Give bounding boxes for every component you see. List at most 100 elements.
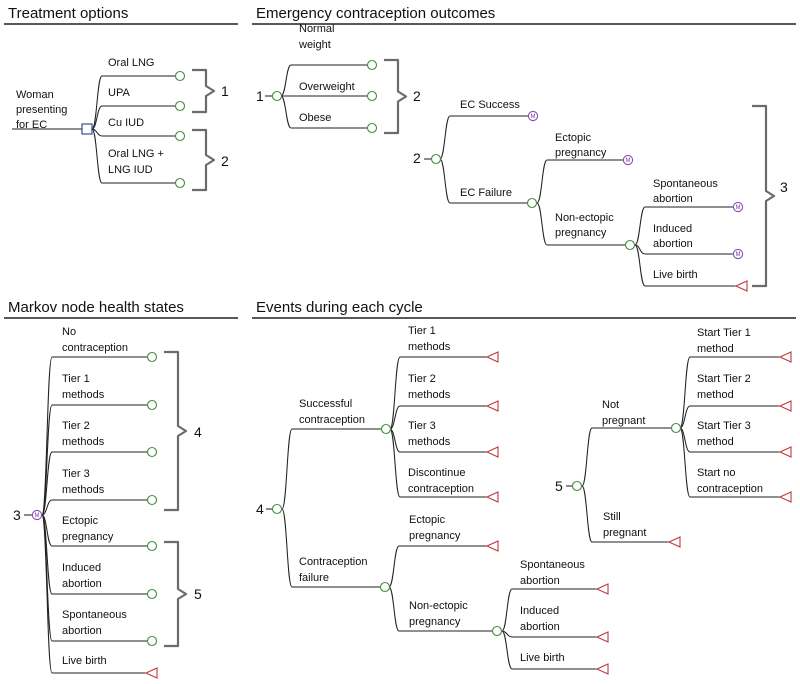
terminal-node-icon [595,631,609,643]
event-branch [281,428,382,510]
health-state-label: No [62,326,76,338]
markov-node-symbol: M [35,513,40,519]
contraception-failure-label: failure [299,572,329,584]
panel-title-events: Events during each cycle [256,299,423,316]
node-number-4: 4 [256,501,264,517]
treatment-branch [91,128,176,184]
failure-branch [536,159,623,204]
method-label: contraception [408,483,474,495]
pregnancy-outcome-branch [501,588,597,632]
terminal-node-icon [595,663,609,675]
markov-node-icon [31,509,43,521]
failure-branch [388,586,494,632]
bracket-number-4: 4 [194,424,202,440]
bracket-3 [752,104,776,288]
method-branch [389,405,487,430]
chance-node-icon [670,422,682,434]
health-state-branch [41,499,148,516]
root-label: Woman [16,89,54,101]
method-branch [389,356,487,430]
not-pregnant-label: Not [602,399,619,411]
pregnancy-outcome-label: abortion [520,621,560,633]
health-state-label: abortion [62,578,102,590]
chance-node-icon [146,446,158,458]
chance-node-icon [146,494,158,506]
chance-node-icon [146,588,158,600]
chance-node-icon [271,90,283,102]
chance-node-icon [174,100,186,112]
health-state-label: Spontaneous [62,609,127,621]
treatment-option-label: UPA [108,87,130,99]
event-branch [281,508,381,588]
health-state-label: methods [62,389,105,401]
method-branch [389,428,487,498]
terminal-node-icon [667,536,681,548]
health-state-label: Tier 3 [62,468,90,480]
chance-node-icon [174,177,186,189]
successful-contraception-label: Successful [299,398,352,410]
treatment-branch [91,75,176,130]
bracket-2 [192,128,216,192]
terminal-node-icon [595,583,609,595]
weight-branch [280,95,368,129]
failure-branch [388,545,487,588]
pregnancy-outcome-label: Live birth [520,652,565,664]
chance-node-icon [379,581,391,593]
health-state-label: pregnancy [62,531,114,543]
bracket-number-5: 5 [194,586,202,602]
method-label: Tier 2 [408,373,436,385]
markov-node-icon [527,110,539,122]
terminal-node-icon [485,540,499,552]
bracket-5 [164,540,188,648]
method-label: Discontinue [408,467,465,479]
method-label: Tier 3 [408,420,436,432]
ectopic-pregnancy-label: Ectopic [409,514,446,526]
terminal-node-icon [734,280,748,292]
start-method-label: method [697,389,734,401]
health-state-branch [41,404,148,516]
chance-node-icon [491,625,503,637]
decision-node-icon [81,123,93,135]
start-method-label: Start Tier 3 [697,420,751,432]
not-pregnant-label: pregnant [602,415,645,427]
bracket-number-2-ec: 2 [413,88,421,104]
non-ectopic-pregnancy-label: pregnancy [555,227,607,239]
still-pregnant-label: Still [603,511,621,523]
start-branch [679,405,780,429]
chance-node-icon [366,90,378,102]
health-state-label: Tier 1 [62,373,90,385]
induced-abortion-label: abortion [653,238,693,250]
induced-abortion-label: Induced [653,223,692,235]
non-ectopic-pregnancy-label: Non-ectopic [409,600,468,612]
node-number-5: 5 [555,478,563,494]
ectopic-pregnancy-label: Ectopic [555,132,592,144]
terminal-node-icon [485,351,499,363]
non-ectopic-pregnancy-label: Non-ectopic [555,212,614,224]
markov-node-icon [732,201,744,213]
start-branch [679,356,780,429]
bracket-1 [192,68,216,114]
chance-node-icon [526,197,538,209]
node-number-3: 3 [13,507,21,523]
chance-node-icon [624,239,636,251]
health-state-label: Live birth [62,655,107,667]
terminal-node-icon [778,351,792,363]
markov-node-symbol: M [531,114,536,120]
start-method-label: method [697,436,734,448]
weight-label: Overweight [299,81,355,93]
chance-node-icon [146,635,158,647]
health-state-label: methods [62,436,105,448]
start-method-label: method [697,343,734,355]
live-birth-label: Live birth [653,269,698,281]
chance-node-icon [366,122,378,134]
node-number-2: 2 [413,150,421,166]
root-label: presenting [16,104,67,116]
pregnancy-outcome-label: Spontaneous [520,559,585,571]
bracket-number-3: 3 [780,179,788,195]
successful-contraception-label: contraception [299,414,365,426]
markov-node-symbol: M [736,252,741,258]
start-method-label: Start Tier 1 [697,327,751,339]
method-label: methods [408,436,451,448]
terminal-node-icon [144,667,158,679]
markov-node-icon [732,248,744,260]
